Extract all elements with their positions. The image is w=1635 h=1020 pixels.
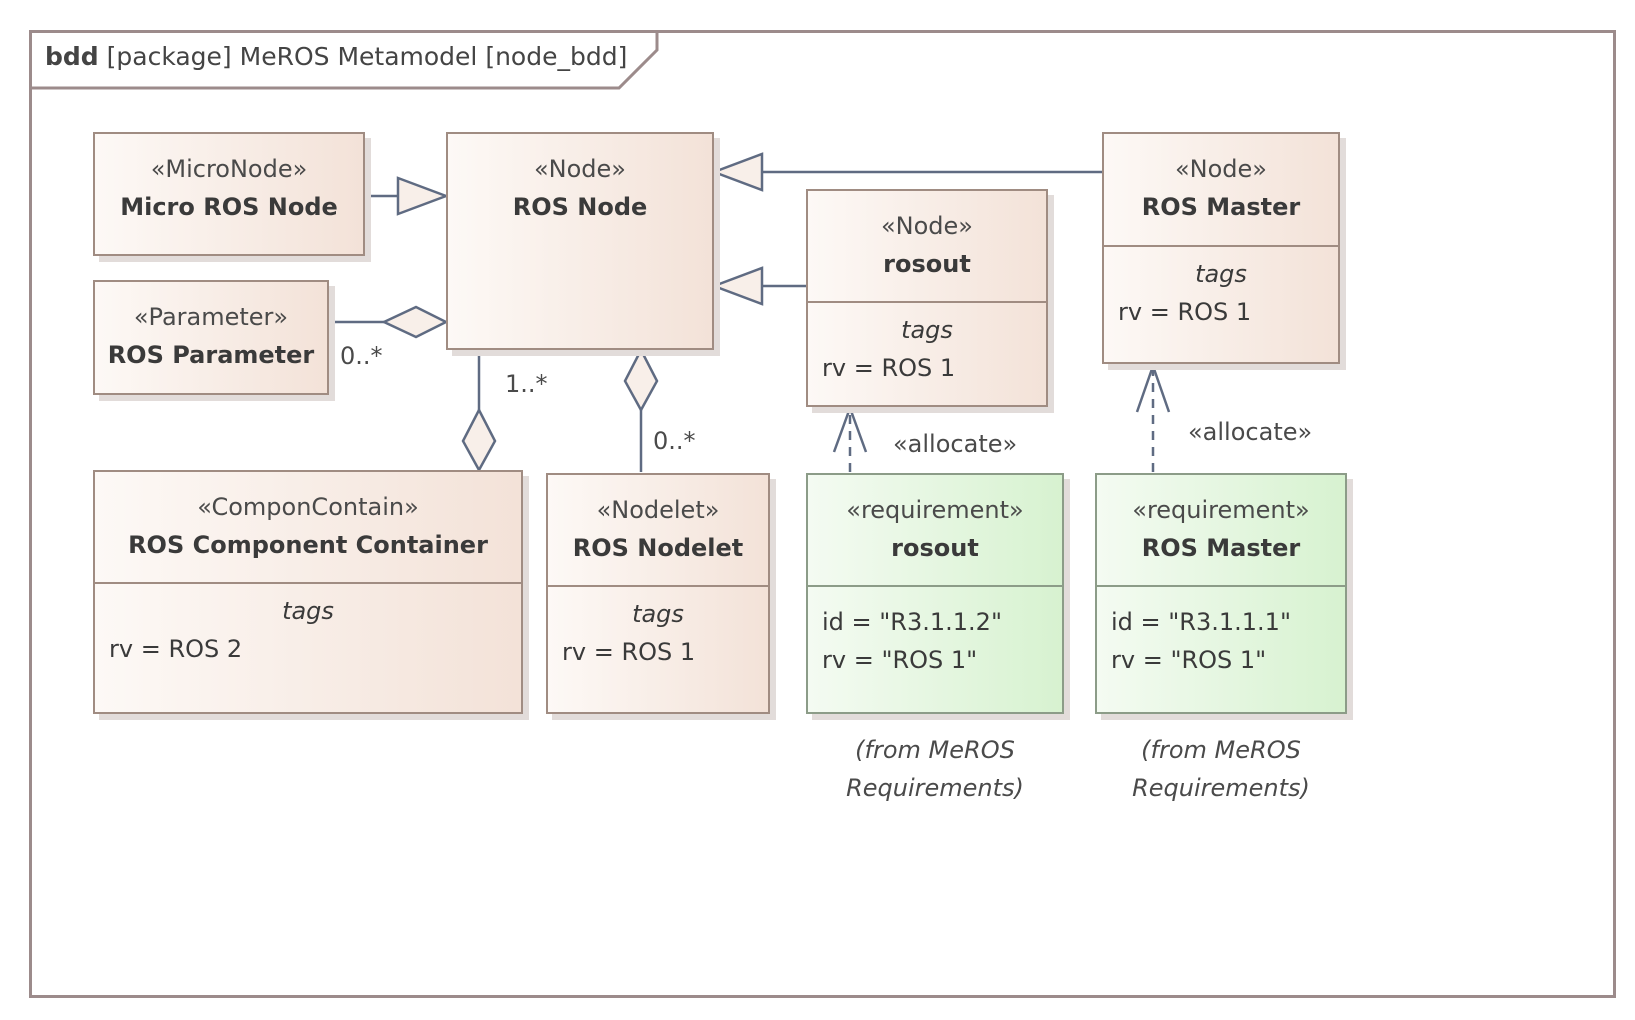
block-stereotype: «Nodelet»: [596, 496, 720, 524]
block-name: rosout: [883, 250, 971, 278]
requirement-ros-master[interactable]: «requirement» ROS Master id = "R3.1.1.1"…: [1095, 473, 1347, 714]
note-line: Requirements): [846, 774, 1024, 802]
block-ros-nodelet[interactable]: «Nodelet» ROS Nodelet tags rv = ROS 1: [546, 473, 770, 714]
frame-title: bdd [package] MeROS Metamodel [node_bdd]: [45, 42, 627, 71]
requirement-rv: rv = "ROS 1": [822, 646, 978, 674]
aggregation-parameter-diamond: [381, 305, 449, 339]
tags-compartment: tags rv = ROS 2: [95, 582, 521, 668]
block-name: rosout: [891, 534, 979, 562]
block-name: ROS Parameter: [107, 341, 315, 369]
allocate-master-arrow: [1135, 362, 1171, 413]
parameter-multiplicity: 0..*: [340, 342, 383, 370]
block-name: ROS Nodelet: [572, 534, 744, 562]
block-name: ROS Component Container: [128, 531, 488, 559]
block-stereotype: «ComponContain»: [197, 493, 419, 521]
requirement-compartment: id = "R3.1.1.1" rv = "ROS 1": [1097, 585, 1345, 679]
aggregation-container-diamond: [461, 407, 497, 473]
allocate-master-label: «allocate»: [1188, 418, 1313, 446]
note-line: (from MeROS: [855, 736, 1015, 764]
block-micro-ros-node[interactable]: «MicroNode» Micro ROS Node: [93, 132, 365, 256]
block-ros-master[interactable]: «Node» ROS Master tags rv = ROS 1: [1102, 132, 1340, 364]
requirement-master-source-note: (from MeROS Requirements): [1095, 731, 1347, 807]
block-name: ROS Node: [512, 193, 648, 221]
frame-title-text: [package] MeROS Metamodel [node_bdd]: [106, 42, 628, 71]
tags-compartment: tags rv = ROS 1: [548, 585, 768, 671]
requirement-id: id = "R3.1.1.2": [822, 608, 1002, 636]
requirement-rv: rv = "ROS 1": [1111, 646, 1267, 674]
compartment-title: tags: [901, 316, 953, 344]
tag-value: rv = ROS 2: [109, 635, 243, 663]
compartment-title: tags: [282, 597, 334, 625]
generalization-rosout-arrow: [710, 266, 764, 306]
requirement-rosout[interactable]: «requirement» rosout id = "R3.1.1.2" rv …: [806, 473, 1064, 714]
tags-compartment: tags rv = ROS 1: [1104, 245, 1338, 331]
tag-value: rv = ROS 1: [562, 638, 696, 666]
block-stereotype: «requirement»: [846, 496, 1024, 524]
frame-kind: bdd: [45, 42, 99, 71]
block-stereotype: «Parameter»: [133, 303, 289, 331]
tag-value: rv = ROS 1: [1118, 298, 1252, 326]
tag-value: rv = ROS 1: [822, 354, 956, 382]
block-stereotype: «MicroNode»: [150, 155, 308, 183]
tags-compartment: tags rv = ROS 1: [808, 301, 1046, 387]
aggregation-nodelet-diamond: [623, 347, 659, 413]
generalization-master-arrow: [710, 152, 764, 192]
requirement-compartment: id = "R3.1.1.2" rv = "ROS 1": [808, 585, 1062, 679]
block-name: ROS Master: [1141, 193, 1301, 221]
compartment-title: tags: [632, 600, 684, 628]
block-stereotype: «Node»: [1174, 155, 1267, 183]
frame-label-tab: [29, 30, 659, 90]
block-ros-parameter[interactable]: «Parameter» ROS Parameter: [93, 280, 329, 395]
nodelet-multiplicity: 0..*: [653, 427, 696, 455]
requirement-id: id = "R3.1.1.1": [1111, 608, 1291, 636]
note-line: (from MeROS: [1141, 736, 1301, 764]
compartment-title: tags: [1195, 260, 1247, 288]
container-multiplicity: 1..*: [505, 370, 548, 398]
block-rosout[interactable]: «Node» rosout tags rv = ROS 1: [806, 189, 1048, 407]
block-stereotype: «Node»: [533, 155, 626, 183]
block-stereotype: «Node»: [880, 212, 973, 240]
block-name: Micro ROS Node: [120, 193, 338, 221]
allocate-rosout-arrow: [832, 404, 868, 453]
allocate-rosout-label: «allocate»: [893, 430, 1018, 458]
block-name: ROS Master: [1141, 534, 1301, 562]
generalization-micro-arrow: [396, 176, 450, 216]
note-line: Requirements): [1132, 774, 1310, 802]
block-stereotype: «requirement»: [1132, 496, 1310, 524]
block-ros-component-container[interactable]: «ComponContain» ROS Component Container …: [93, 470, 523, 714]
block-ros-node[interactable]: «Node» ROS Node: [446, 132, 714, 350]
requirement-rosout-source-note: (from MeROS Requirements): [806, 731, 1064, 807]
